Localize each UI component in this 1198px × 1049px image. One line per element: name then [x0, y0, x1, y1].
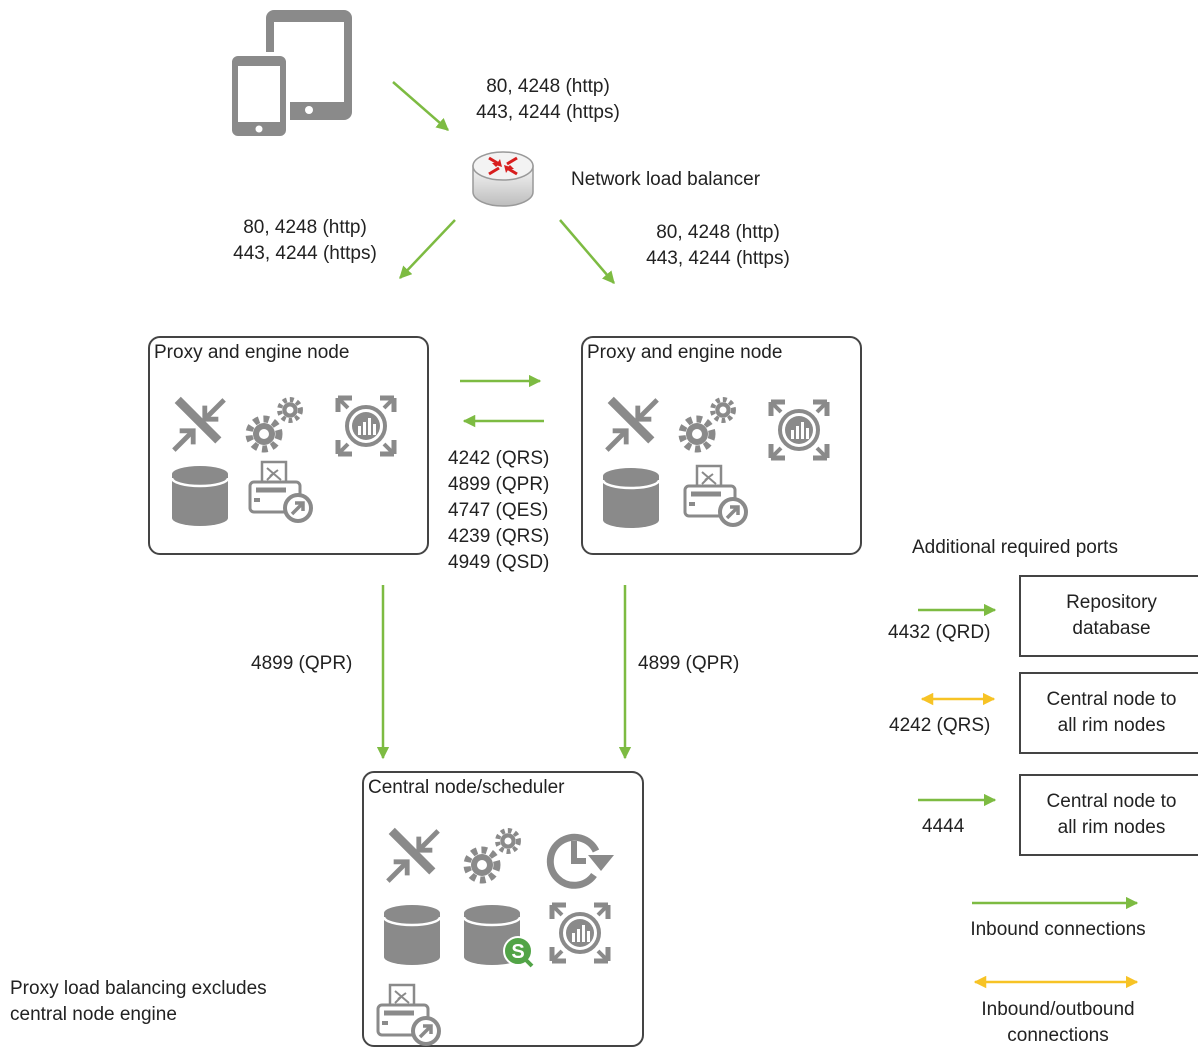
database-icon: [601, 466, 661, 530]
arrow-client-to-balancer: [392, 81, 449, 131]
database-icon: [170, 464, 230, 528]
legend-title: Additional required ports: [912, 537, 1118, 558]
proxy-note: Proxy load balancing excludes central no…: [10, 978, 267, 1025]
arrow-balancer-to-left-node: [399, 219, 456, 279]
engine-icon: [767, 398, 831, 462]
right-proxy-engine-node: Proxy and engine node: [581, 336, 862, 555]
proxy-icon: [603, 396, 661, 454]
legend-inbound-label: Inbound connections: [970, 919, 1146, 940]
load-balancer-label: Network load balancer: [571, 169, 761, 190]
scheduler-icon: [544, 827, 616, 891]
legend-port-label: 4432 (QRD): [888, 622, 991, 643]
node-title: Proxy and engine node: [587, 342, 783, 363]
legend-bidirectional-label: Inbound/outbound connections: [981, 999, 1135, 1046]
router-icon: [472, 151, 534, 207]
client-ports-label: 80, 4248 (http) 443, 4244 (https): [476, 76, 620, 123]
left-node-ports-label: 80, 4248 (http) 443, 4244 (https): [233, 217, 377, 264]
database-icon: [382, 903, 442, 967]
node-title: Proxy and engine node: [154, 342, 350, 363]
legend-port-label: 4242 (QRS): [889, 715, 991, 736]
proxy-icon: [384, 827, 442, 885]
right-node-ports-label: 80, 4248 (http) 443, 4244 (https): [646, 222, 790, 269]
printing-icon: [246, 460, 318, 524]
left-proxy-engine-node: Proxy and engine node: [148, 336, 429, 555]
gears-icon: [244, 396, 306, 454]
svg-text:S: S: [511, 941, 524, 963]
engine-icon: [548, 901, 612, 965]
central-node-scheduler: Central node/scheduler S: [362, 771, 644, 1047]
devices-icon: [230, 10, 352, 138]
proxy-icon: [170, 396, 228, 454]
gears-icon: [462, 827, 524, 885]
node-title: Central node/scheduler: [368, 777, 565, 798]
inter-node-ports-label: 4242 (QRS) 4899 (QPR) 4747 (QES) 4239 (Q…: [448, 448, 550, 573]
left-down-port-label: 4899 (QPR): [251, 653, 353, 674]
printing-icon: [374, 983, 446, 1047]
right-down-port-label: 4899 (QPR): [638, 653, 740, 674]
qlik-sense-database-icon: S: [462, 903, 534, 968]
gears-icon: [677, 396, 739, 454]
arrow-balancer-to-right-node: [559, 219, 615, 284]
printing-icon: [681, 464, 753, 528]
legend-port-label: 4444: [922, 816, 965, 837]
engine-icon: [334, 394, 398, 458]
